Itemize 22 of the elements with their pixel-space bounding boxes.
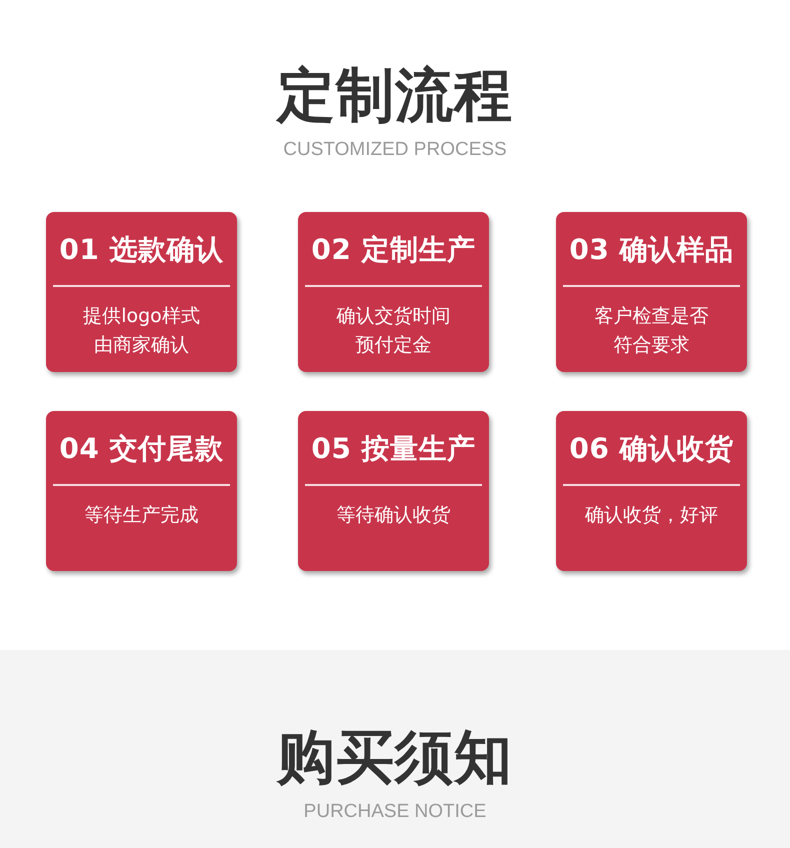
section-subtitle: PURCHASE NOTICE (304, 801, 486, 823)
step-card (556, 411, 747, 571)
section-subtitle: CUSTOMIZED PROCESS (283, 139, 507, 161)
step-description: 确认交货时间预付定金 (336, 304, 452, 358)
step-title: 05 按量生产 (311, 433, 476, 465)
step-description: 等待确认收货 (336, 503, 450, 528)
step-title: 04 交付尾款 (59, 433, 224, 465)
step-card (556, 212, 747, 372)
step-title: 01 选款确认 (59, 234, 224, 266)
section-heading: 购买须知 (277, 726, 513, 790)
step-card (298, 212, 489, 372)
step-title: 06 确认收货 (569, 433, 734, 465)
step-title: 03 确认样品 (569, 234, 734, 266)
step-description: 客户检查是否符合要求 (594, 304, 710, 358)
step-title: 02 定制生产 (311, 234, 476, 266)
step-description: 确认收货，好评 (585, 503, 718, 528)
step-card (298, 411, 489, 571)
section-heading: 定制流程 (277, 64, 513, 128)
step-card (46, 212, 237, 372)
step-description: 等待生产完成 (84, 503, 198, 528)
step-card (46, 411, 237, 571)
step-description: 提供logo样式由商家确认 (82, 304, 201, 358)
